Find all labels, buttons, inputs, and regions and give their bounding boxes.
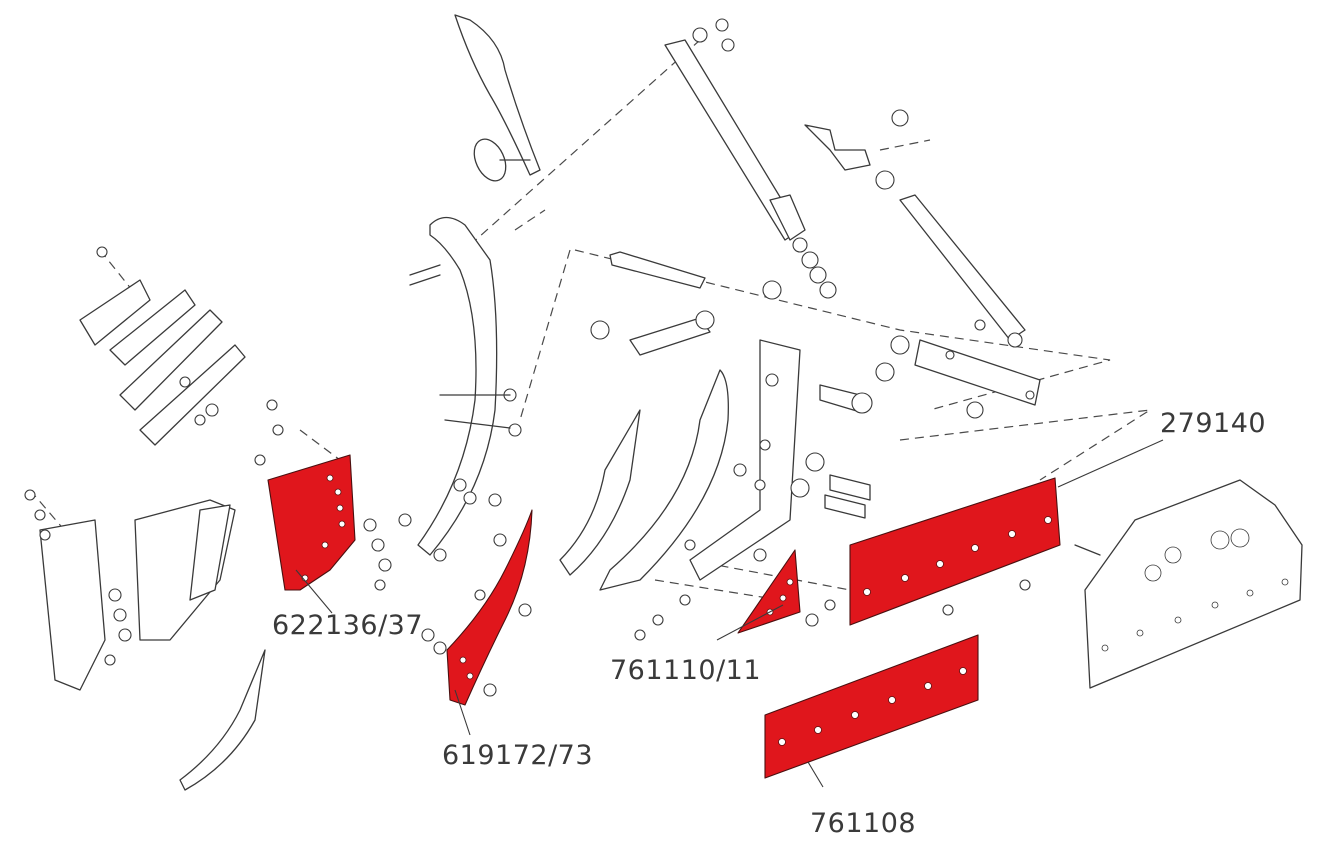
leader-761110 <box>716 604 784 641</box>
center-rod-part <box>590 251 910 414</box>
leader-622136 <box>295 569 333 614</box>
part-label-761110: 761110/11 <box>610 655 762 686</box>
long-strut-part <box>664 18 837 299</box>
assembly-dash-lines <box>29 39 1151 601</box>
part-761110-shape <box>737 549 836 634</box>
part-761108-shape <box>764 634 979 779</box>
curved-standard-part <box>398 216 522 562</box>
lower-left-shank-part <box>24 489 266 791</box>
right-linkage-part <box>804 109 1041 419</box>
part-279140-shape <box>849 477 1101 626</box>
leader-761108 <box>807 761 824 788</box>
slim-blade-part <box>559 409 641 576</box>
right-back-plate-part <box>1084 479 1303 689</box>
leader-lines <box>295 439 1164 788</box>
main-frame-part <box>599 339 871 641</box>
upper-left-shares-part <box>79 246 246 446</box>
top-fin-part <box>454 14 541 182</box>
part-622136-shape <box>254 399 392 591</box>
part-619172-shape <box>421 509 533 706</box>
part-label-279140: 279140 <box>1160 408 1267 439</box>
leader-279140 <box>1057 439 1164 488</box>
part-label-761108: 761108 <box>810 808 917 839</box>
leader-619172 <box>454 689 471 736</box>
part-label-619172: 619172/73 <box>442 740 594 771</box>
part-label-622136: 622136/37 <box>272 610 424 641</box>
